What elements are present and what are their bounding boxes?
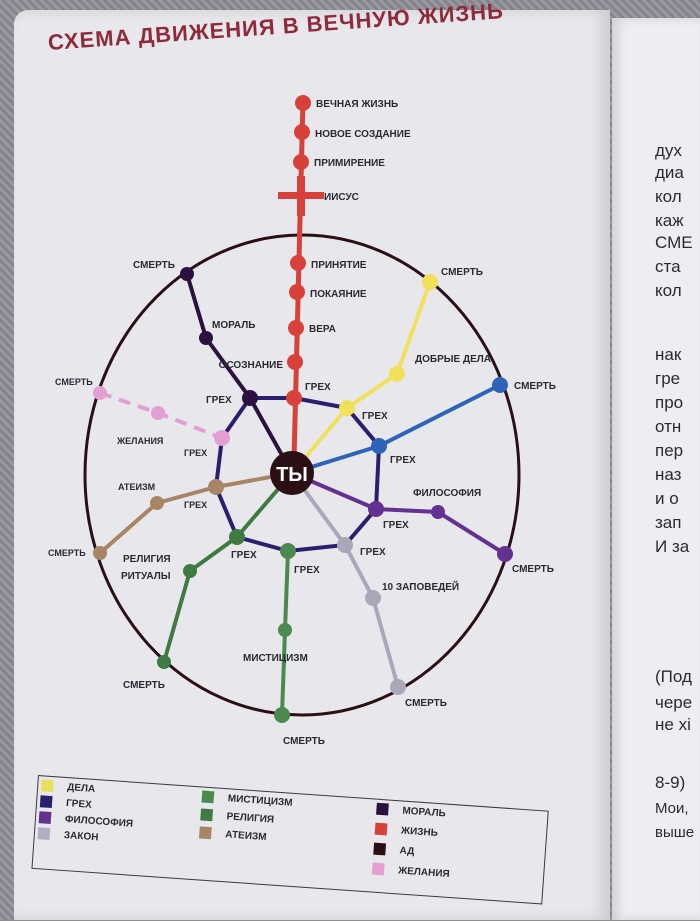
right-page-line: И за	[655, 537, 690, 556]
station-label: ОСОЗНАНИЕ	[219, 360, 284, 371]
station-label: ВЕРА	[309, 324, 336, 335]
sin-label: ГРЕХ	[390, 455, 416, 466]
right-page-line: кол	[655, 187, 682, 206]
right-page-line: зап	[655, 513, 682, 532]
legend-swatch	[373, 842, 387, 856]
right-page-line: чере	[655, 693, 693, 712]
right-page-line: нак	[655, 345, 682, 364]
you-label: ТЫ	[276, 464, 308, 486]
right-page-line: ста	[655, 257, 681, 276]
legend-swatch	[37, 827, 51, 840]
right-page-line: отн	[655, 417, 682, 436]
cross-icon	[278, 176, 324, 216]
sin-label: ГРЕХ	[383, 520, 409, 531]
right-page-line: (Под	[655, 667, 692, 686]
right-page-line: дух	[655, 141, 682, 160]
right-page-line: Мои,	[655, 800, 689, 817]
religion-line	[162, 471, 294, 663]
death-label: СМЕРТЬ	[283, 736, 325, 747]
right-page-line: не хі	[655, 715, 691, 734]
other-stations	[93, 267, 513, 723]
sin-label: ГРЕХ	[206, 395, 232, 406]
station-label: ИИСУС	[324, 192, 359, 203]
sin-label: ГРЕХ	[362, 411, 388, 422]
death-label: СМЕРТЬ	[514, 381, 556, 392]
death-label: СМЕРТЬ	[123, 680, 165, 691]
station-label: ГРЕХ	[305, 382, 331, 393]
right-page-line: гре	[655, 369, 681, 388]
right-page-line: выше	[655, 824, 695, 841]
legend-label: ЗАКОН	[63, 829, 99, 843]
sin-label: ГРЕХ	[184, 500, 207, 510]
you-node	[270, 451, 314, 495]
legend-swatch	[371, 862, 385, 876]
death-label: СМЕРТЬ	[512, 564, 554, 575]
booklet-right-page	[612, 18, 700, 920]
morality-line	[185, 273, 294, 474]
law-line	[290, 471, 400, 688]
death-label: СМЕРТЬ	[55, 377, 93, 387]
station-label: АТЕИЗМ	[118, 482, 155, 492]
right-page-line: пер	[655, 441, 684, 460]
right-page-line: диа	[655, 163, 684, 182]
death-label: СМЕРТЬ	[441, 267, 483, 278]
station-label: ДОБРЫЕ ДЕЛА	[415, 354, 491, 365]
right-page-line: наз	[655, 465, 682, 484]
legend-label: ГРЕХ	[65, 797, 93, 811]
right-page-line: кол	[655, 281, 682, 300]
sin-label: ГРЕХ	[231, 550, 257, 561]
legend-swatch	[38, 811, 52, 824]
legend-label: АД	[399, 844, 415, 857]
legend-swatch	[376, 802, 389, 816]
station-label: НОВОЕ СОЗДАНИЕ	[315, 129, 411, 140]
station-label: ПРИНЯТИЕ	[311, 260, 367, 271]
station-label: ПРИМИРЕНИЕ	[314, 158, 385, 169]
legend-swatch	[374, 822, 388, 836]
good-deeds-line	[290, 281, 432, 475]
philosophy-line	[291, 471, 507, 556]
station-label: ВЕЧНАЯ ЖИЗНЬ	[316, 99, 398, 110]
legend-swatch	[198, 826, 212, 840]
legend-swatch	[200, 808, 214, 822]
station-label: РЕЛИГИЯ	[123, 554, 171, 565]
legend-swatch	[201, 790, 215, 804]
station-label: 10 ЗАПОВЕДЕЙ	[382, 580, 459, 593]
life-line	[291, 99, 306, 461]
right-page-line: каж	[655, 211, 684, 230]
right-page-line: про	[655, 393, 684, 412]
right-page-line: и о	[655, 489, 679, 508]
right-page-line: СМЕ	[655, 233, 693, 252]
station-label: МОРАЛЬ	[212, 320, 255, 331]
station-label: МИСТИЦИЗМ	[243, 653, 308, 664]
station-label: ЖЕЛАНИЯ	[116, 436, 163, 446]
legend-label: ЖИЗНЬ	[400, 824, 439, 839]
life-stations	[286, 95, 311, 406]
legend-swatch	[39, 795, 53, 809]
station-label: РИТУАЛЫ	[121, 571, 171, 582]
death-label: СМЕРТЬ	[48, 548, 86, 558]
sin-label: ГРЕХ	[184, 448, 207, 458]
legend-label: АТЕИЗМ	[224, 828, 267, 843]
death-label: СМЕРТЬ	[133, 260, 175, 271]
death-label: СМЕРТЬ	[405, 698, 447, 709]
station-label: ПОКАЯНИЕ	[310, 289, 367, 300]
atheism-line	[98, 471, 293, 555]
legend-label: ДЕЛА	[66, 781, 96, 795]
sin-label: ГРЕХ	[360, 547, 386, 558]
sin-label: ГРЕХ	[294, 565, 320, 576]
right-page-line: 8-9)	[655, 773, 686, 792]
station-label: ФИЛОСОФИЯ	[413, 488, 481, 499]
legend-swatch	[40, 779, 54, 793]
legend-label: МОРАЛЬ	[402, 805, 447, 820]
